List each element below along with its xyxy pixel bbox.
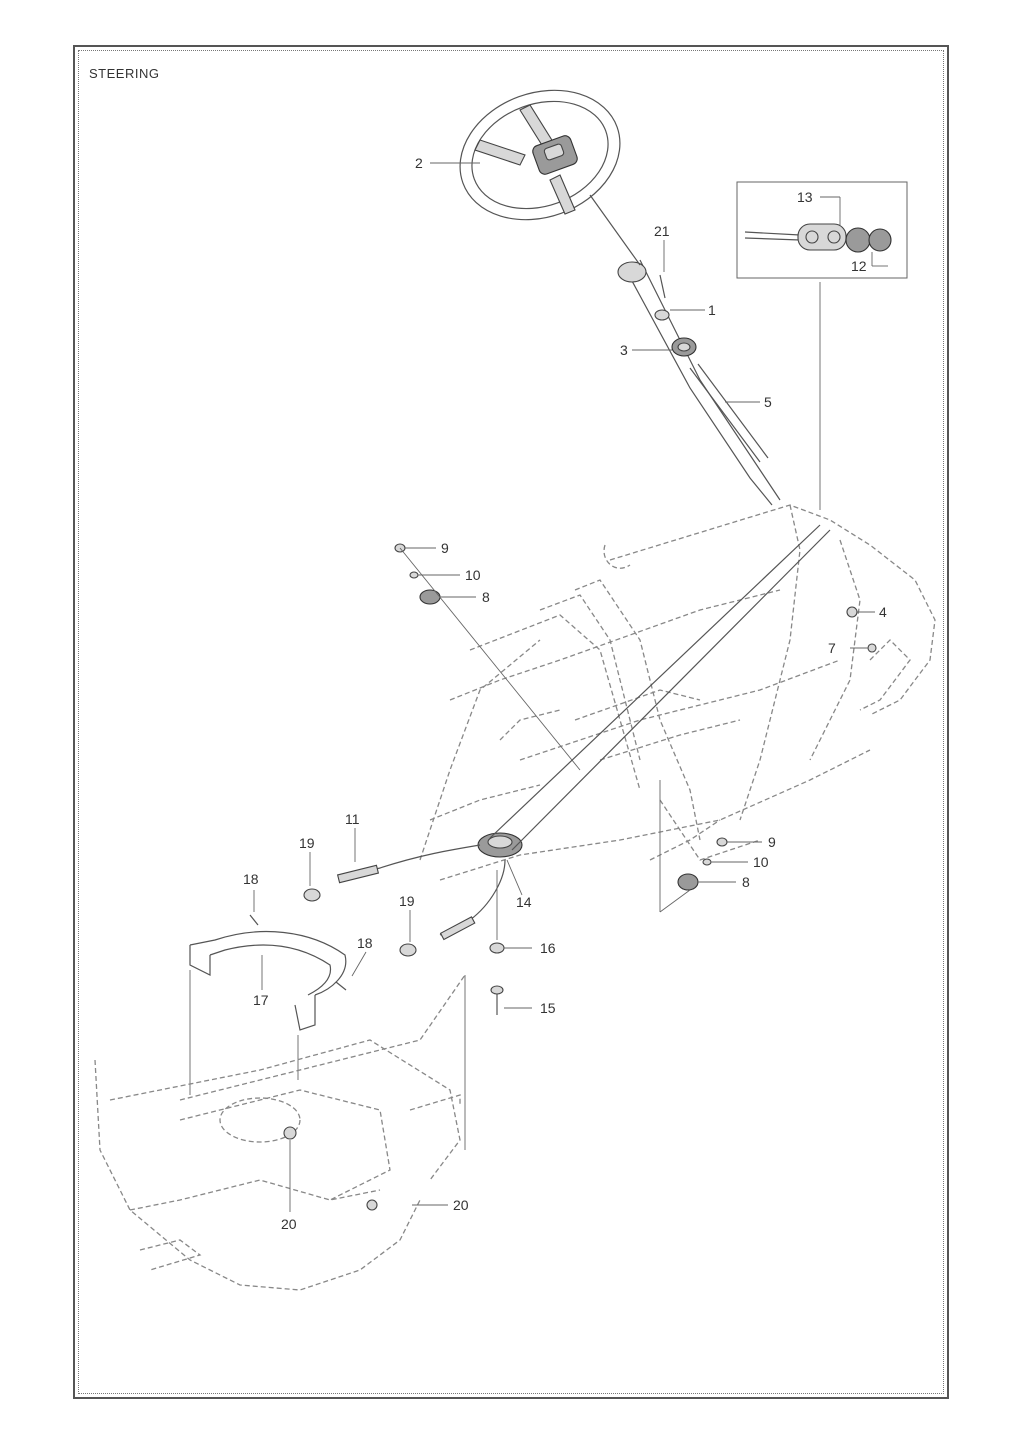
- transaxle-frame: [94, 974, 466, 1291]
- callout-9-top: 9: [441, 540, 449, 556]
- callout-18-right: 18: [357, 935, 373, 951]
- steering-column: [617, 259, 781, 506]
- steering-wheel: [459, 89, 641, 266]
- callout-4: 4: [879, 604, 887, 620]
- callout-9-right: 9: [768, 834, 776, 850]
- callout-12: 12: [851, 258, 867, 274]
- callout-leaders: [253, 162, 888, 1212]
- callout-17: 17: [253, 992, 269, 1008]
- callout-2: 2: [415, 155, 423, 171]
- callout-16: 16: [540, 940, 556, 956]
- callout-14: 14: [516, 894, 532, 910]
- bracket-strap: [189, 931, 347, 1095]
- callout-19-right: 19: [399, 893, 415, 909]
- callout-1: 1: [708, 302, 716, 318]
- callout-19-left: 19: [299, 835, 315, 851]
- callout-13: 13: [797, 189, 813, 205]
- page-border: [73, 45, 949, 1399]
- callout-20-right: 20: [453, 1197, 469, 1213]
- callout-labels: 2 21 1 3 5 13 12 4 7 9 10 8 9 10 8 11 14…: [243, 155, 887, 1232]
- callout-10-top: 10: [465, 567, 481, 583]
- callout-10-right: 10: [753, 854, 769, 870]
- callout-21: 21: [654, 223, 670, 239]
- callout-20-left: 20: [281, 1216, 297, 1232]
- callout-8-top: 8: [482, 589, 490, 605]
- callout-11: 11: [345, 811, 360, 827]
- callout-5: 5: [764, 394, 772, 410]
- callout-3: 3: [620, 342, 628, 358]
- chassis-frame: [419, 504, 936, 881]
- callout-7: 7: [828, 640, 836, 656]
- callout-18-left: 18: [243, 871, 259, 887]
- page-title: STEERING: [89, 66, 160, 81]
- parts: [249, 274, 877, 1015]
- detail-inset-box: [736, 181, 908, 510]
- callout-15: 15: [540, 1000, 556, 1016]
- callout-8-right: 8: [742, 874, 750, 890]
